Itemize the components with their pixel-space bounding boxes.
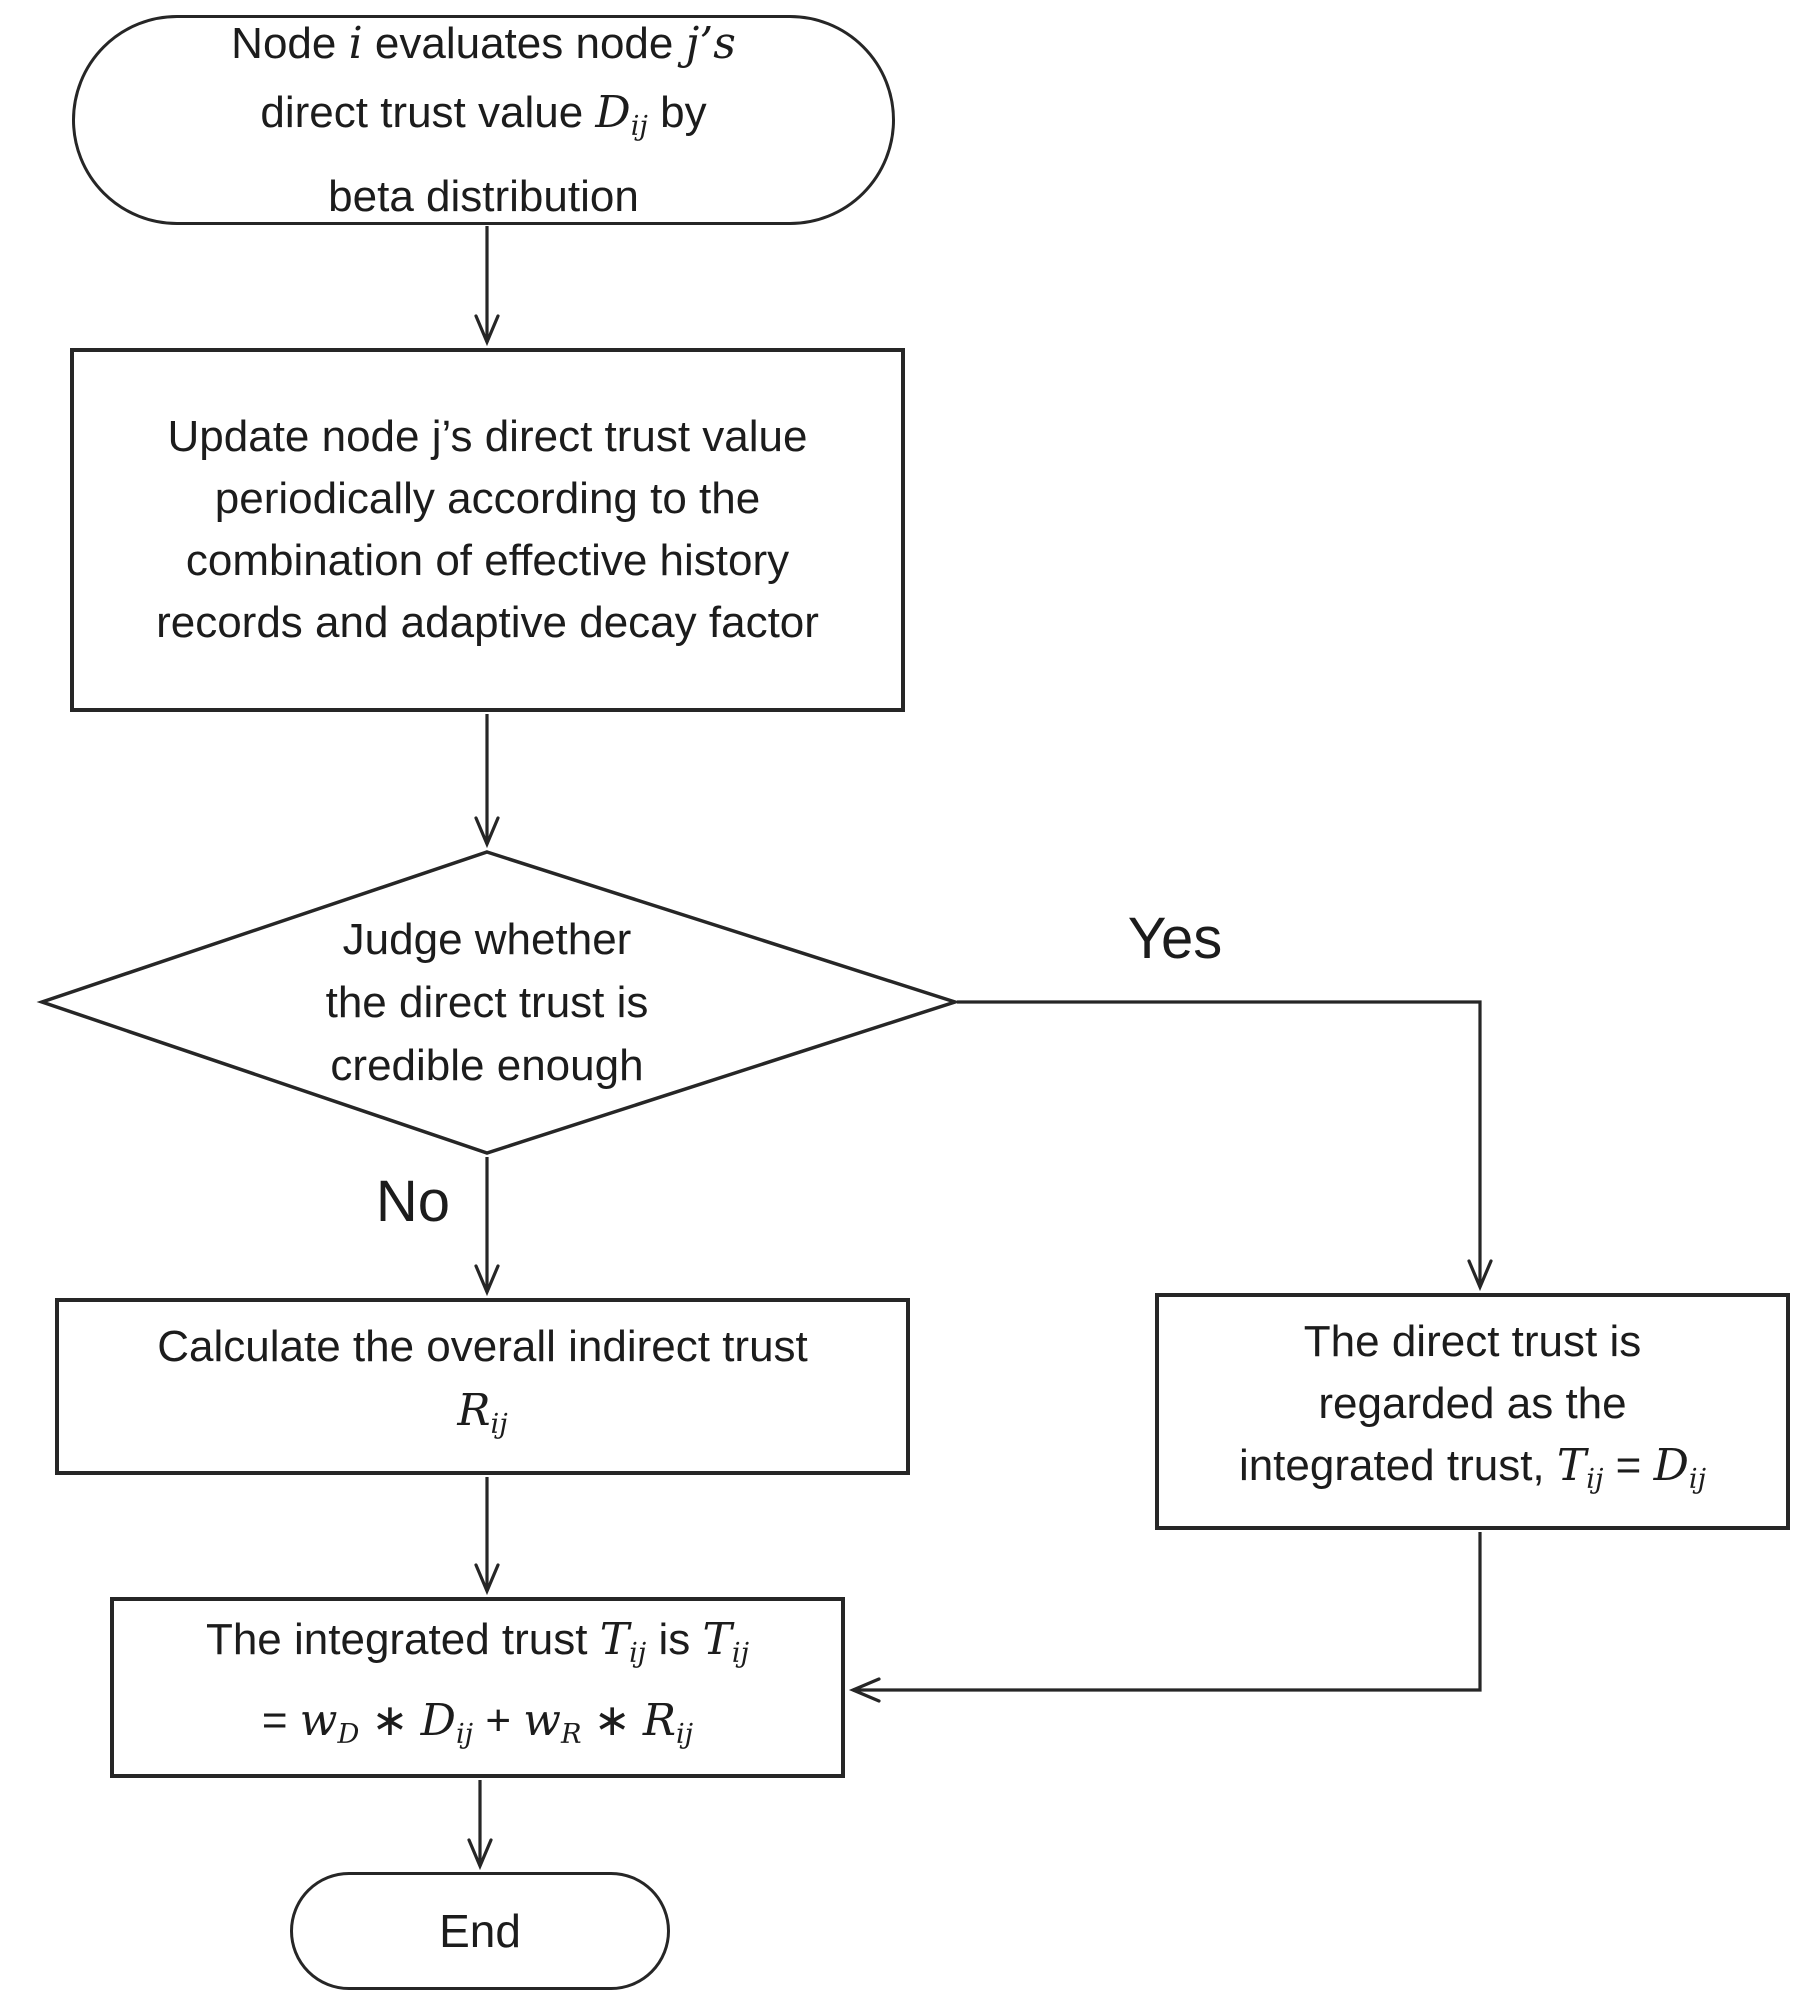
connector-yesbox-to-integrated (848, 1532, 1482, 1703)
branch-label-no: No (375, 1169, 451, 1234)
flow-node-integrated-trust-formula: The integrated trust Tij is Tij= wD ∗ Di… (110, 1597, 845, 1778)
flow-node-end-terminator: End (290, 1872, 670, 1990)
branch-label-yes: Yes (1127, 906, 1223, 971)
connector-yes-branch (957, 1000, 1493, 1292)
decision-diamond-shape (36, 850, 961, 1155)
